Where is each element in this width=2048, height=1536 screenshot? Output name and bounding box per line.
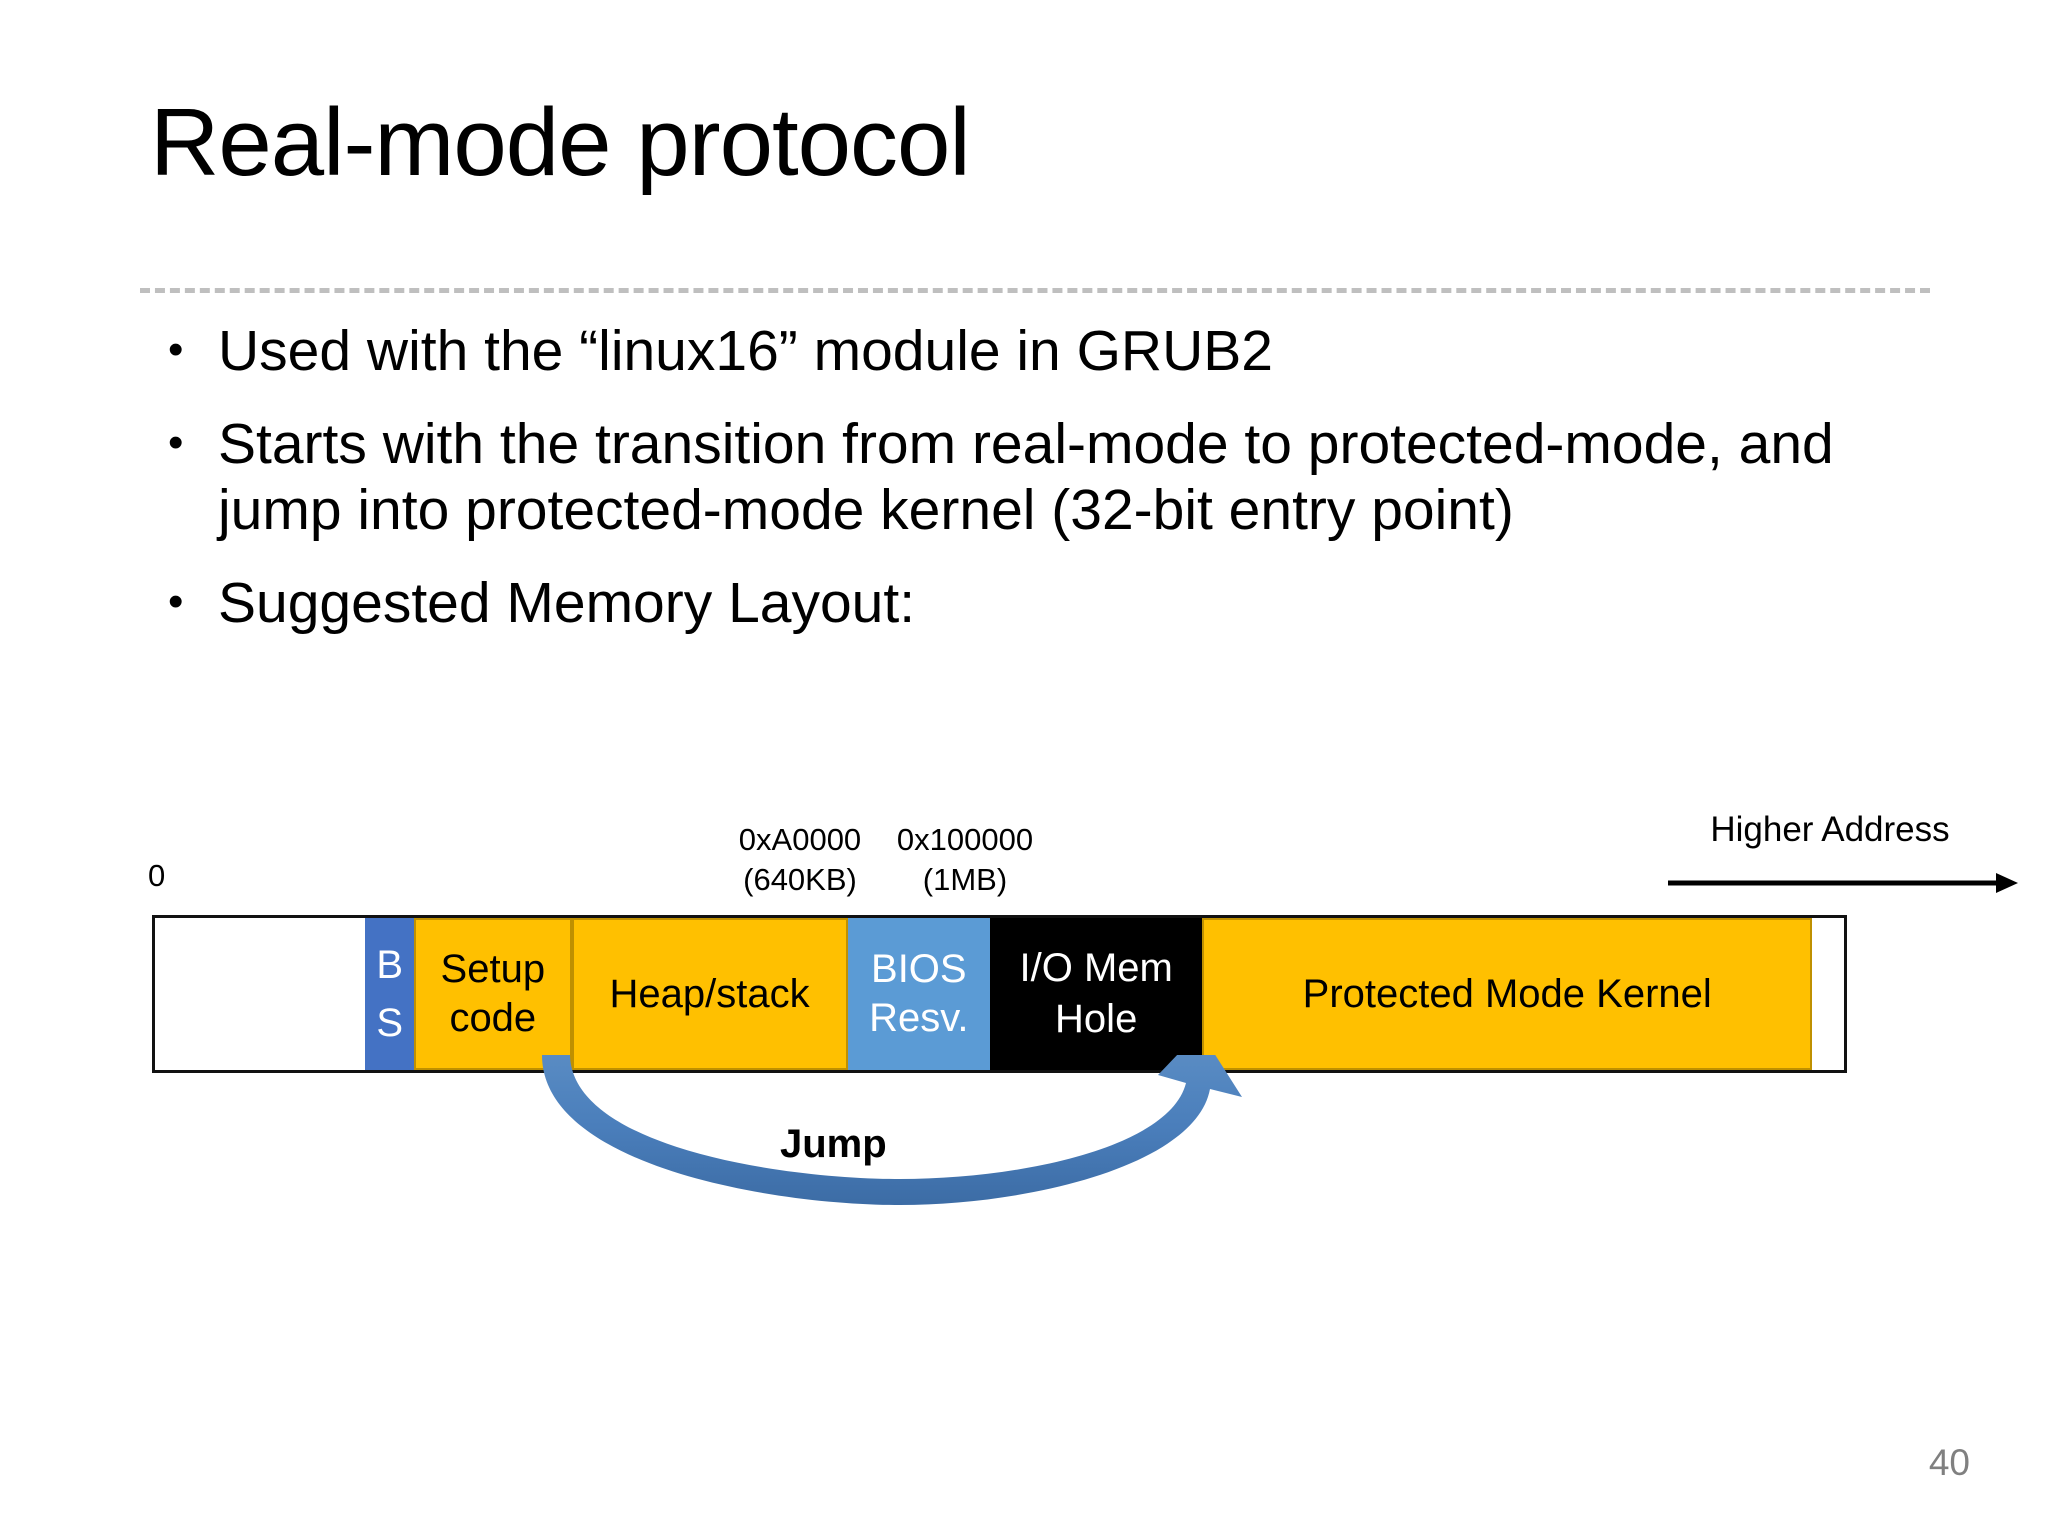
bullet-list: • Used with the “linux16” module in GRUB… (150, 318, 1910, 663)
title-divider (140, 288, 1930, 293)
bullet-marker-icon: • (168, 417, 184, 467)
memory-segment-low-unused (155, 918, 366, 1070)
memory-segment-io-mem-hole: I/O Mem Hole (990, 918, 1203, 1070)
page-number: 40 (1928, 1442, 1970, 1483)
address-marker-a0000-hex: 0xA0000 (738, 822, 862, 857)
bullet-item-2: • Starts with the transition from real-m… (150, 411, 1910, 544)
bullet-item-1: • Used with the “linux16” module in GRUB… (150, 318, 1910, 385)
memory-segment-protected-mode-kernel: Protected Mode Kernel (1202, 918, 1813, 1070)
bullet-marker-icon: • (168, 325, 184, 374)
page-title: Real-mode protocol (150, 89, 971, 196)
address-marker-100000: 0x100000 (1MB) (860, 820, 1070, 899)
higher-address-arrow-icon (1668, 873, 2018, 893)
memory-segment-high-unused (1812, 918, 1845, 1070)
memory-segment-boot-sector: BS (365, 918, 415, 1070)
jump-label: Jump (780, 1122, 887, 1166)
memory-bar: BS Setup code Heap/stack BIOS Resv. I/O … (152, 915, 1847, 1073)
memory-segment-heap-stack: Heap/stack (571, 918, 848, 1070)
bullet-text-1: Used with the “linux16” module in GRUB2 (218, 319, 1273, 383)
address-marker-a0000: 0xA0000 (640KB) (700, 820, 900, 899)
bullet-text-2: Starts with the transition from real-mod… (218, 411, 1834, 543)
address-marker-a0000-size: (640KB) (743, 861, 857, 897)
address-marker-100000-hex: 0x100000 (896, 822, 1034, 857)
address-label-zero: 0 (148, 858, 166, 893)
memory-segment-bios-reserved: BIOS Resv. (847, 918, 991, 1070)
address-marker-100000-size: (1MB) (922, 861, 1008, 897)
jump-arrow-icon (542, 1055, 1242, 1205)
higher-address-label: Higher Address (1710, 810, 1950, 849)
bullet-text-3: Suggested Memory Layout: (218, 571, 916, 636)
bullet-item-3: • Suggested Memory Layout: (150, 570, 1910, 637)
bullet-marker-icon: • (168, 577, 184, 627)
memory-segment-setup-code: Setup code (414, 918, 572, 1070)
